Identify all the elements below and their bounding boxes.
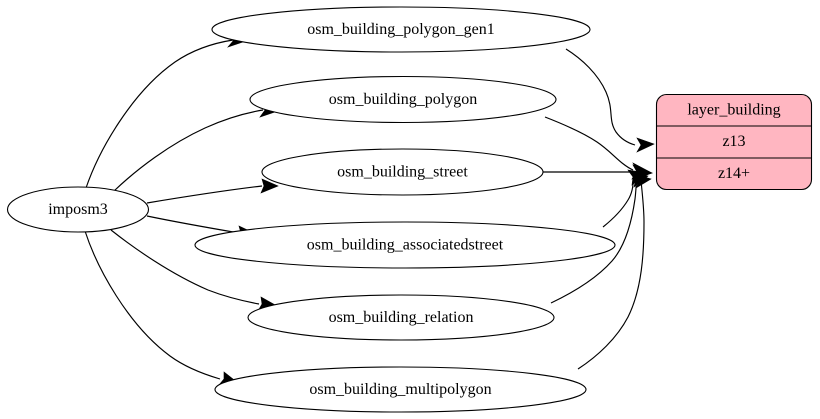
node-osm_building_polygon[interactable]: osm_building_polygon — [249, 75, 557, 124]
node-osm_building_polygon-shape[interactable] — [249, 75, 557, 124]
edge-imposm3-to-osm_building_polygon_gen1 — [85, 32, 247, 189]
node-layer_building-shape[interactable] — [655, 93, 813, 191]
node-osm_building_associatedstreet-label: osm_building_associatedstreet — [307, 237, 504, 254]
edge-osm_building_multipolygon-to-zoom-z14plus — [577, 173, 652, 370]
edge-imposm3-to-osm_building_polygon — [113, 102, 279, 192]
record-row-zoom-z13: z13 — [722, 133, 745, 150]
node-osm_building_relation-label: osm_building_relation — [329, 309, 474, 326]
node-osm_building_associatedstreet[interactable]: osm_building_associatedstreet — [194, 221, 616, 269]
node-osm_building_polygon_gen1-shape[interactable] — [211, 6, 591, 53]
node-imposm3[interactable]: imposm3 — [6, 186, 150, 233]
edge-group-tables-to-layer — [542, 48, 655, 370]
node-osm_building_associatedstreet-shape[interactable] — [194, 221, 616, 269]
node-osm_building_multipolygon[interactable]: osm_building_multipolygon — [214, 366, 587, 413]
edge-imposm3-to-osm_building_street — [146, 178, 279, 204]
node-osm_building_relation[interactable]: osm_building_relation — [247, 294, 555, 341]
node-osm_building_polygon_gen1-label: osm_building_polygon_gen1 — [307, 21, 495, 38]
record-row-zoom-z14plus: z14+ — [718, 165, 750, 182]
node-osm_building_street-label: osm_building_street — [337, 164, 468, 181]
node-osm_building_multipolygon-shape[interactable] — [214, 366, 587, 413]
edge-osm_building_polygon_gen1-to-zoom-z13 — [565, 48, 655, 153]
node-osm_building_street[interactable]: osm_building_street — [261, 148, 544, 196]
node-osm_building_street-shape[interactable] — [261, 148, 544, 196]
node-osm_building_relation-shape[interactable] — [247, 294, 555, 341]
node-imposm3-shape[interactable] — [6, 186, 150, 233]
node-osm_building_polygon-label: osm_building_polygon — [329, 91, 477, 108]
record-row-layer-title: layer_building — [687, 102, 780, 119]
node-osm_building_multipolygon-label: osm_building_multipolygon — [309, 381, 491, 398]
node-osm_building_polygon_gen1[interactable]: osm_building_polygon_gen1 — [211, 6, 591, 53]
edge-osm_building_relation-to-zoom-z14plus — [550, 171, 649, 304]
node-imposm3-label: imposm3 — [48, 201, 108, 218]
node-layer_building[interactable]: layer_building z13 z14+ — [655, 93, 813, 191]
